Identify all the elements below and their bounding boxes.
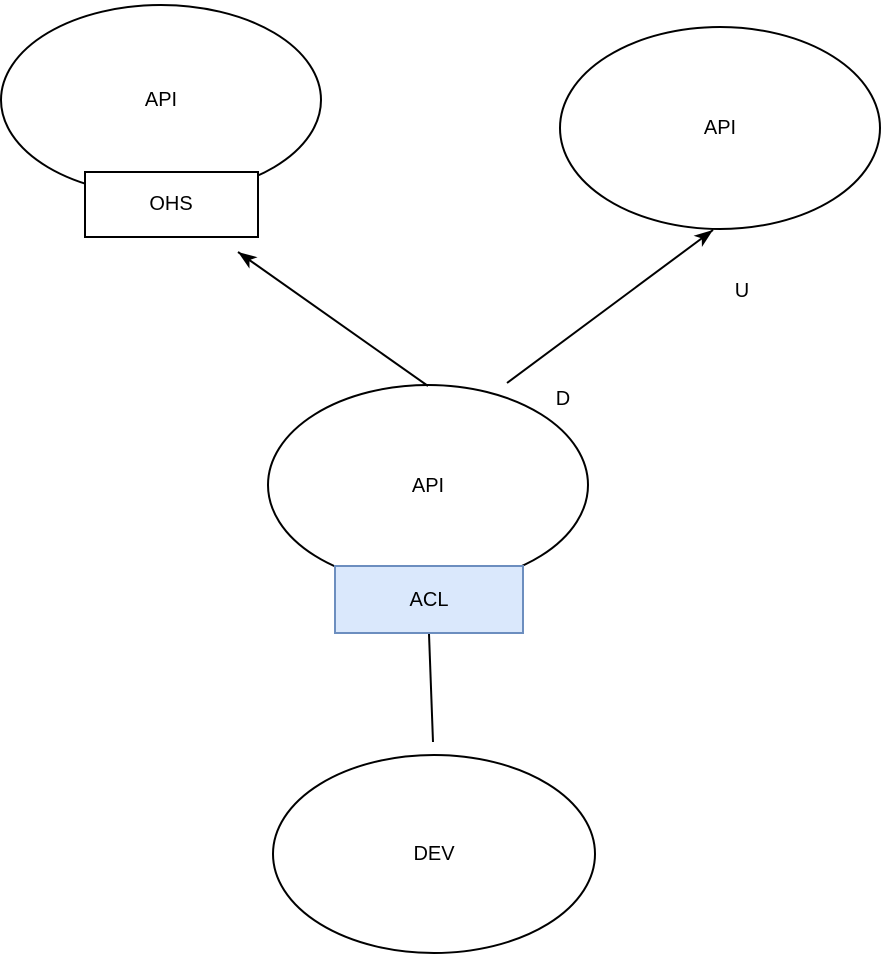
label-api-top-right: API <box>704 117 736 139</box>
node-rect-ohs <box>84 171 259 238</box>
label-api-top-left: API <box>145 89 177 111</box>
edge-center-to-top-right <box>506 229 714 384</box>
edge-center-to-top-left <box>237 251 429 387</box>
label-acl: ACL <box>410 589 449 611</box>
node-ellipse-api-top-right <box>559 26 881 230</box>
edge-acl-to-dev <box>428 633 434 743</box>
label-api-center: API <box>412 475 444 497</box>
node-ellipse-dev <box>272 754 596 954</box>
node-rect-acl <box>334 565 524 634</box>
label-ohs: OHS <box>149 193 192 215</box>
label-upstream-u: U <box>735 280 749 302</box>
label-downstream-d: D <box>556 388 570 410</box>
label-dev: DEV <box>413 843 455 865</box>
